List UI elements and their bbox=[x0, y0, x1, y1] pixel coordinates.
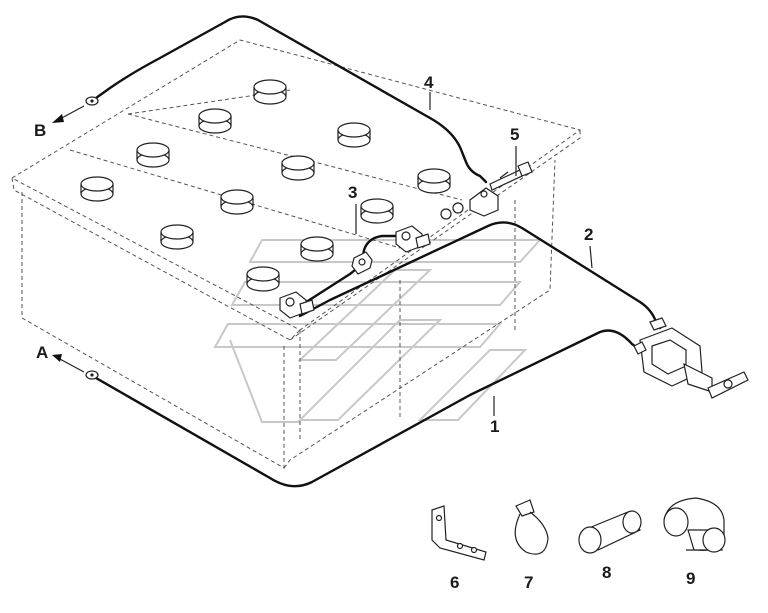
cable-4 bbox=[94, 15, 488, 184]
callout-leaders bbox=[355, 92, 593, 416]
battery-cell-caps bbox=[80, 79, 451, 292]
ring-terminal-b bbox=[85, 96, 99, 106]
callout-2: 2 bbox=[584, 225, 593, 244]
battery-terminal bbox=[279, 291, 315, 319]
part-7-cable-tie bbox=[514, 499, 549, 555]
callout-1: 1 bbox=[490, 417, 499, 436]
cable-clip bbox=[351, 251, 373, 275]
battery-switch bbox=[633, 317, 749, 399]
cell-cap bbox=[136, 142, 170, 168]
callout-8: 8 bbox=[602, 563, 611, 582]
part-6-bracket bbox=[431, 505, 487, 561]
direction-label-a: A bbox=[36, 343, 48, 362]
cable-1 bbox=[94, 329, 642, 488]
cell-cap bbox=[360, 198, 394, 224]
cell-cap bbox=[160, 224, 194, 250]
callout-6: 6 bbox=[450, 573, 459, 592]
part-8-terminal-cover bbox=[578, 510, 642, 554]
battery-terminal bbox=[395, 225, 431, 253]
callout-3: 3 bbox=[348, 183, 357, 202]
cell-cap bbox=[300, 236, 334, 262]
cell-cap bbox=[417, 168, 451, 194]
cell-cap bbox=[220, 189, 254, 215]
watermark-logo bbox=[213, 239, 543, 423]
cell-cap bbox=[246, 266, 280, 292]
arrow-b bbox=[52, 105, 85, 123]
cell-cap bbox=[198, 108, 232, 134]
ring-terminal-a bbox=[85, 370, 99, 380]
callout-5: 5 bbox=[510, 125, 519, 144]
cable-2 bbox=[298, 221, 662, 330]
part-9-terminal-cover bbox=[663, 497, 726, 553]
cell-cap bbox=[337, 122, 371, 148]
callout-7: 7 bbox=[524, 573, 533, 592]
callout-4: 4 bbox=[424, 73, 434, 92]
cell-cap bbox=[80, 176, 114, 202]
cell-cap bbox=[253, 79, 287, 105]
battery-box bbox=[10, 39, 582, 469]
terminal-bolt-assembly bbox=[440, 161, 533, 220]
arrow-a bbox=[52, 354, 85, 373]
direction-label-b: B bbox=[34, 121, 46, 140]
cell-cap bbox=[281, 155, 315, 181]
callout-9: 9 bbox=[686, 569, 695, 588]
